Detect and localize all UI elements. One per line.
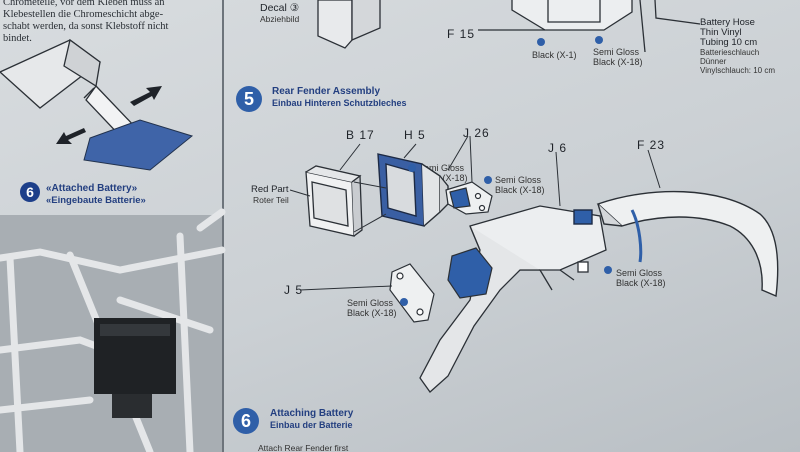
battery-hose-line2: Thin Vinyl <box>700 27 742 38</box>
step-5-title: Rear Fender Assembly <box>272 86 381 97</box>
leader-h5 <box>403 143 417 159</box>
leader-f23 <box>647 149 661 189</box>
chrome-note-line-1: Chrometeile, vor dem Kleben muss an <box>3 0 165 8</box>
semi-gloss-j5-line2: Black (X-18) <box>347 308 397 318</box>
leader-j6 <box>555 151 561 207</box>
taillight-lens-b17 <box>305 165 363 237</box>
leader-red-part <box>289 189 311 197</box>
alignment-lines-lens <box>353 181 387 233</box>
battery-top-drawing <box>478 0 701 53</box>
bike-frame-photo <box>0 208 226 452</box>
semi-gloss-fender-line2: Black (X-18) <box>616 278 666 288</box>
paint-marker-step5 <box>400 164 612 306</box>
semi-gloss-h5-line2: Black (X-18) <box>418 173 468 183</box>
semi-gloss-j26-line2: Black (X-18) <box>495 185 545 195</box>
step-6-badge: 6 <box>233 408 259 434</box>
semi-gloss-top-line1: Semi Gloss <box>593 47 640 57</box>
leader-j5 <box>299 285 393 291</box>
part-code-j5: J 5 <box>284 283 304 297</box>
semi-gloss-j5-line1: Semi Gloss <box>347 298 394 308</box>
semi-gloss-top-line2: Black (X-18) <box>593 57 643 67</box>
chrome-part-blue <box>83 119 194 171</box>
battery-hose-de-line1: Batterieschlauch <box>700 48 760 57</box>
bracket-j26 <box>445 181 493 215</box>
battery-hose-line1: Battery Hose <box>700 17 755 28</box>
battery-photo <box>94 318 176 418</box>
battery-hose-de-line2: Dünner <box>700 57 727 66</box>
battery-hose-line3: Tubing 10 cm <box>700 37 758 48</box>
rear-fender-f23 <box>573 190 779 298</box>
step-6-left-subtitle: «Eingebaute Batterie» <box>46 195 146 206</box>
chrome-note-line-4: bindet. <box>3 33 32 44</box>
semi-gloss-h5-line1: Semi Gloss <box>418 163 465 173</box>
battery-hose-de-line3: Vinylschlauch: 10 cm <box>700 66 775 75</box>
column-divider <box>222 0 224 452</box>
step-6-subtitle: Einbau der Batterie <box>270 420 353 430</box>
step-6-title: Attaching Battery <box>270 408 354 419</box>
step-5-badge: 5 <box>236 86 262 112</box>
hobby-knife-illustration <box>0 38 139 141</box>
leader-j26 <box>447 135 473 183</box>
part-code-j6: J 6 <box>548 141 568 155</box>
chrome-note-line-3: schabt werden, da sonst Klebstoff nicht <box>3 21 169 32</box>
leader-b17 <box>339 143 361 171</box>
chrome-note-line-2: Klebestellen die Chromeschicht abge- <box>3 9 164 20</box>
decal-label: Decal ③ <box>260 2 300 14</box>
decal-sublabel: Abziehbild <box>260 14 300 24</box>
red-part-label: Red Part <box>251 184 289 195</box>
part-code-b17: B 17 <box>346 128 375 142</box>
red-part-de-label: Roter Teil <box>253 195 289 205</box>
double-arrow-icon <box>56 86 162 144</box>
plate-j5 <box>389 247 493 323</box>
paint-marker-top <box>537 36 603 46</box>
step-6-left-title: «Attached Battery» <box>46 183 138 194</box>
step-5-subtitle: Einbau Hinteren Schutzbleches <box>272 98 407 108</box>
part-code-j26: J 26 <box>463 126 490 140</box>
semi-gloss-fender-line1: Semi Gloss <box>616 268 663 278</box>
part-code-f23: F 23 <box>637 138 666 152</box>
part-code-h5: H 5 <box>404 128 426 142</box>
step-6-note-partial: Attach Rear Fender first <box>258 443 349 452</box>
fender-part-j6 <box>419 205 607 393</box>
taillight-housing-h5 <box>377 153 449 227</box>
semi-gloss-j26-line1: Semi Gloss <box>495 175 542 185</box>
black-x1-label: Black (X-1) <box>532 50 577 60</box>
step-6-left-badge: 6 <box>20 182 40 202</box>
part-code-f15: F 15 <box>447 27 476 41</box>
decal-box <box>317 0 381 49</box>
